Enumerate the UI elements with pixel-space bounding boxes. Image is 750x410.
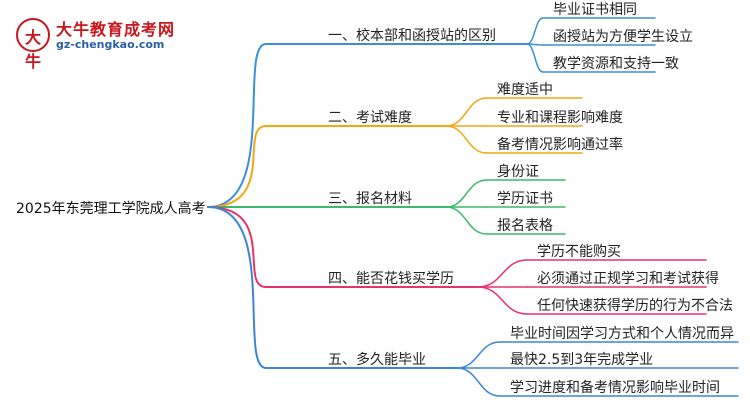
leaf-connector — [445, 206, 488, 235]
leaf-label: 身份证 — [497, 164, 539, 180]
branch-label: 五、多久能毕业 — [328, 352, 426, 368]
leaf-label: 函授站为方便学生设立 — [553, 29, 693, 45]
leaf-label: 必须通过正规学习和考试获得 — [537, 271, 719, 287]
branch-connector — [207, 206, 267, 288]
branch-label: 三、报名材料 — [328, 191, 412, 207]
logo-mark-text: 大牛 — [24, 28, 41, 71]
logo-mark-icon: 大牛 — [16, 18, 50, 71]
leaf-label: 教学资源和支持一致 — [553, 56, 679, 72]
leaf-connector — [456, 341, 501, 369]
leaf-label: 学习进度和备考情况影响毕业时间 — [510, 380, 720, 396]
leaf-label: 专业和课程影响难度 — [497, 110, 623, 126]
leaf-label: 最快2.5到3年完成学业 — [510, 352, 654, 368]
branch-label: 二、考试难度 — [328, 110, 412, 126]
branch-connector — [207, 125, 267, 208]
leaf-connector — [526, 43, 544, 73]
leaf-label: 毕业时间因学习方式和个人情况而异 — [510, 326, 734, 342]
leaf-label: 学历证书 — [497, 191, 553, 207]
leaf-label: 学历不能购买 — [537, 244, 621, 260]
leaf-connector — [526, 17, 544, 45]
branch-connector — [207, 43, 267, 208]
mindmap-root: 2025年东莞理工学院成人高考 — [16, 201, 206, 217]
leaf-connector — [456, 367, 501, 397]
branch-label: 四、能否花钱买学历 — [328, 271, 454, 287]
branch-connector — [207, 206, 267, 369]
leaf-connector — [445, 179, 488, 208]
leaf-label: 报名表格 — [497, 218, 553, 234]
leaf-label: 难度适中 — [497, 82, 553, 98]
leaf-label: 备考情况影响通过率 — [497, 137, 623, 153]
leaf-label: 任何快速获得学历的行为不合法 — [537, 298, 733, 314]
logo-subtitle: gz-chengkao.com — [56, 38, 165, 51]
leaf-connector — [477, 259, 528, 288]
branch-label: 一、校本部和函授站的区别 — [328, 28, 496, 44]
site-logo: 大牛 大牛教育成考网 gz-chengkao.com — [8, 8, 228, 71]
logo-title: 大牛教育成考网 — [56, 20, 176, 39]
leaf-connector — [445, 97, 488, 127]
leaf-label: 毕业证书相同 — [553, 2, 637, 18]
leaf-connector — [477, 286, 528, 315]
leaf-connector — [445, 125, 488, 154]
